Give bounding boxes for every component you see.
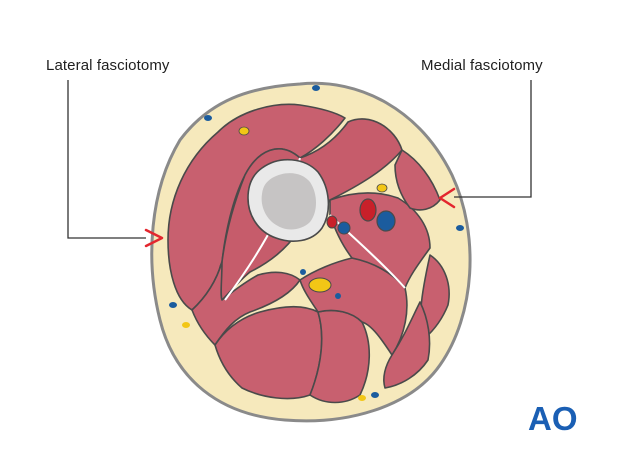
superficial-vein-3 — [169, 302, 177, 308]
muscle-group — [167, 103, 450, 404]
muscle-gracilis — [420, 254, 450, 339]
superficial-vein-1 — [204, 115, 212, 121]
muscle-adductor-longus — [329, 192, 431, 289]
sciatic-vessel-small-2 — [335, 293, 341, 299]
superficial-vein-4 — [456, 225, 464, 231]
femur-bone — [247, 158, 330, 242]
ao-logo-text: AO — [528, 400, 578, 434]
femoral-vein — [376, 210, 396, 232]
lateral-fasciotomy-label: Lateral fasciotomy — [46, 57, 170, 74]
superficial-nerve-3 — [358, 395, 366, 401]
superficial-vein-5 — [371, 392, 379, 398]
muscle-sartorius — [394, 149, 441, 211]
superficial-nerve-1 — [238, 126, 250, 136]
muscle-medial-posterior — [383, 301, 431, 389]
incision-marks — [144, 187, 456, 248]
profunda-artery — [326, 215, 338, 229]
lateral-incision-mark — [144, 228, 164, 248]
medial-fasciotomy-label: Medial fasciotomy — [421, 57, 543, 74]
medial-incision-mark — [438, 187, 456, 209]
saphenous-nerve — [376, 183, 388, 193]
femoral-artery — [359, 198, 377, 222]
ao-logo: AO — [528, 400, 578, 434]
superficial-nerve-2 — [182, 322, 190, 328]
sciatic-vessel-small-1 — [300, 269, 306, 275]
neurovascular-structures — [169, 85, 464, 401]
superficial-vein-2 — [312, 85, 320, 91]
sciatic-nerve — [308, 277, 332, 293]
leader-lines — [67, 80, 532, 239]
medial-leader-line — [454, 80, 532, 198]
lateral-leader-line — [67, 80, 146, 239]
femur-marrow — [261, 173, 316, 230]
profunda-vein — [337, 221, 351, 235]
